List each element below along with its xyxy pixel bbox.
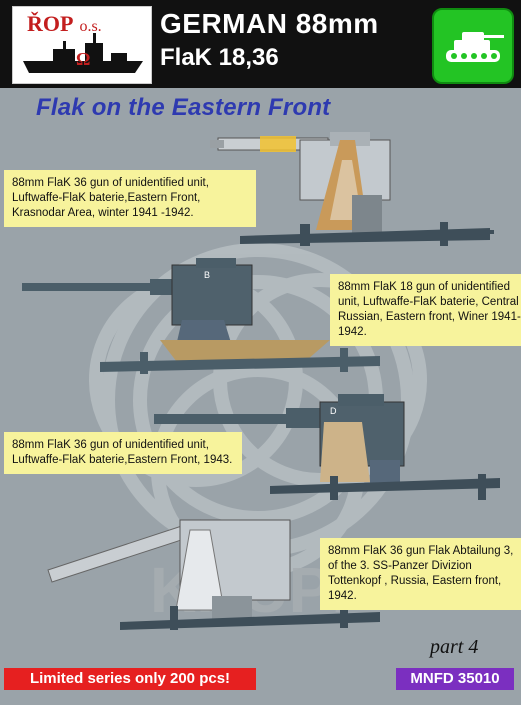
gun-1 xyxy=(210,132,494,246)
rop-logo: ŘOP o.s. Ω xyxy=(12,6,152,84)
product-code: MNFD 35010 xyxy=(396,668,514,690)
header-bar: ŘOP o.s. Ω GERMAN 88mm FlaK 18,36 xyxy=(0,0,521,88)
gun-3: D xyxy=(154,394,500,500)
warship-icon: Ω xyxy=(23,33,143,73)
caption-gun-1: 88mm FlaK 36 gun of unidentified unit, L… xyxy=(4,170,256,227)
page-title-line2: FlaK 18,36 xyxy=(160,44,279,71)
svg-text:Ω: Ω xyxy=(76,49,90,69)
caption-gun-4: 88mm FlaK 36 gun Flak Abtailung 3, of th… xyxy=(320,538,521,610)
logo-suffix: o.s. xyxy=(79,18,102,35)
part-label: part 4 xyxy=(430,636,479,658)
gun-marking-b: B xyxy=(204,270,210,280)
gun-2: B xyxy=(22,258,380,374)
tank-icon xyxy=(446,32,504,62)
page-title-line1: GERMAN 88mm xyxy=(160,8,379,39)
caption-gun-2: 88mm FlaK 18 gun of unidentified unit, L… xyxy=(330,274,521,346)
gun-marking-d: D xyxy=(330,406,337,416)
gun-4 xyxy=(47,519,380,630)
limited-series-banner: Limited series only 200 pcs! xyxy=(4,668,256,690)
logo-text: ŘOP o.s. xyxy=(27,11,102,37)
section-title: Flak on the Eastern Front xyxy=(36,94,331,121)
caption-gun-3: 88mm FlaK 36 gun of unidentified unit, L… xyxy=(4,432,242,474)
logo-name: ŘOP xyxy=(27,11,74,36)
tank-badge xyxy=(432,8,514,84)
